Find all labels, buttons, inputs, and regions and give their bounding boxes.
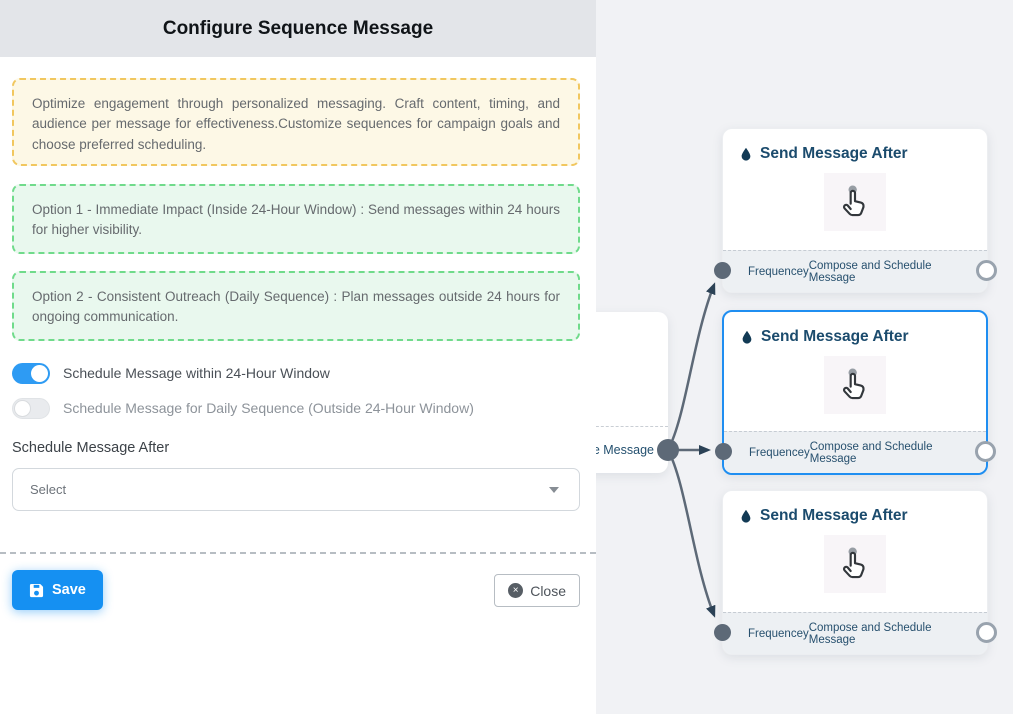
compose-schedule-label[interactable]: Compose and Schedule Message: [808, 259, 932, 284]
node-input-handle[interactable]: [714, 624, 731, 641]
toggle-knob: [14, 400, 31, 417]
hand-cursor-placeholder[interactable]: [824, 356, 886, 414]
sequence-message-source-node[interactable]: ce Message: [596, 312, 679, 473]
toggle-daily-sequence[interactable]: [12, 397, 50, 419]
source-output-handle[interactable]: [657, 439, 679, 461]
option-2-note: Option 2 - Consistent Outreach (Daily Se…: [12, 271, 580, 341]
save-button-label: Save: [52, 582, 86, 598]
send-message-after-node-2-selected[interactable]: Send Message After Frequencey Compose an…: [715, 310, 996, 475]
panel-header: Configure Sequence Message: [0, 0, 596, 57]
toggle-knob: [31, 364, 48, 382]
node-input-handle[interactable]: [715, 443, 732, 460]
compose-schedule-label[interactable]: Compose and Schedule Message: [809, 440, 933, 465]
node-title: Send Message After: [760, 507, 908, 524]
edge-to-node-1: [666, 282, 716, 451]
frequency-label[interactable]: Frequencey: [748, 627, 809, 640]
node-title: Send Message After: [761, 328, 909, 345]
source-node-footer-label: ce Message: [596, 426, 668, 473]
hand-cursor-placeholder[interactable]: [824, 173, 886, 231]
edge-to-node-3: [666, 449, 716, 618]
option-1-note: Option 1 - Immediate Impact (Inside 24-H…: [12, 184, 580, 254]
configure-sequence-panel: Configure Sequence Message Optimize enga…: [0, 0, 596, 610]
flow-canvas[interactable]: ce Message Send Message After Frequencey…: [596, 0, 1013, 714]
hand-cursor-placeholder[interactable]: [824, 535, 886, 593]
compose-schedule-label[interactable]: Compose and Schedule Message: [808, 621, 932, 646]
water-drop-icon: [741, 509, 751, 523]
info-note: Optimize engagement through personalized…: [12, 78, 580, 166]
water-drop-icon: [742, 330, 752, 344]
close-button[interactable]: × Close: [494, 574, 580, 607]
save-button[interactable]: Save: [12, 570, 103, 610]
close-x-icon: ×: [508, 583, 524, 598]
node-output-handle[interactable]: [976, 260, 997, 281]
send-message-after-node-1[interactable]: Send Message After Frequencey Compose an…: [714, 128, 997, 293]
frequency-label[interactable]: Frequencey: [748, 265, 809, 278]
hand-cursor-icon: [843, 368, 865, 400]
close-button-label: Close: [530, 582, 566, 599]
schedule-after-select[interactable]: Select: [12, 468, 580, 511]
node-output-handle[interactable]: [976, 622, 997, 643]
node-input-handle[interactable]: [714, 262, 731, 279]
chevron-down-icon: [549, 486, 559, 493]
node-output-handle[interactable]: [975, 441, 996, 462]
toggle-within-24h-label: Schedule Message within 24-Hour Window: [63, 365, 330, 381]
hand-cursor-icon: [843, 547, 865, 579]
footer-divider: [0, 552, 596, 554]
schedule-after-label: Schedule Message After: [12, 440, 170, 456]
toggle-within-24h[interactable]: [12, 362, 50, 384]
select-value: Select: [30, 482, 67, 497]
water-drop-icon: [741, 147, 751, 161]
save-icon: [29, 583, 44, 597]
node-title: Send Message After: [760, 145, 908, 162]
send-message-after-node-3[interactable]: Send Message After Frequencey Compose an…: [714, 490, 997, 655]
toggle-daily-sequence-label: Schedule Message for Daily Sequence (Out…: [63, 400, 474, 416]
hand-cursor-icon: [843, 185, 865, 217]
page-title: Configure Sequence Message: [162, 17, 434, 39]
frequency-label[interactable]: Frequencey: [749, 446, 810, 459]
